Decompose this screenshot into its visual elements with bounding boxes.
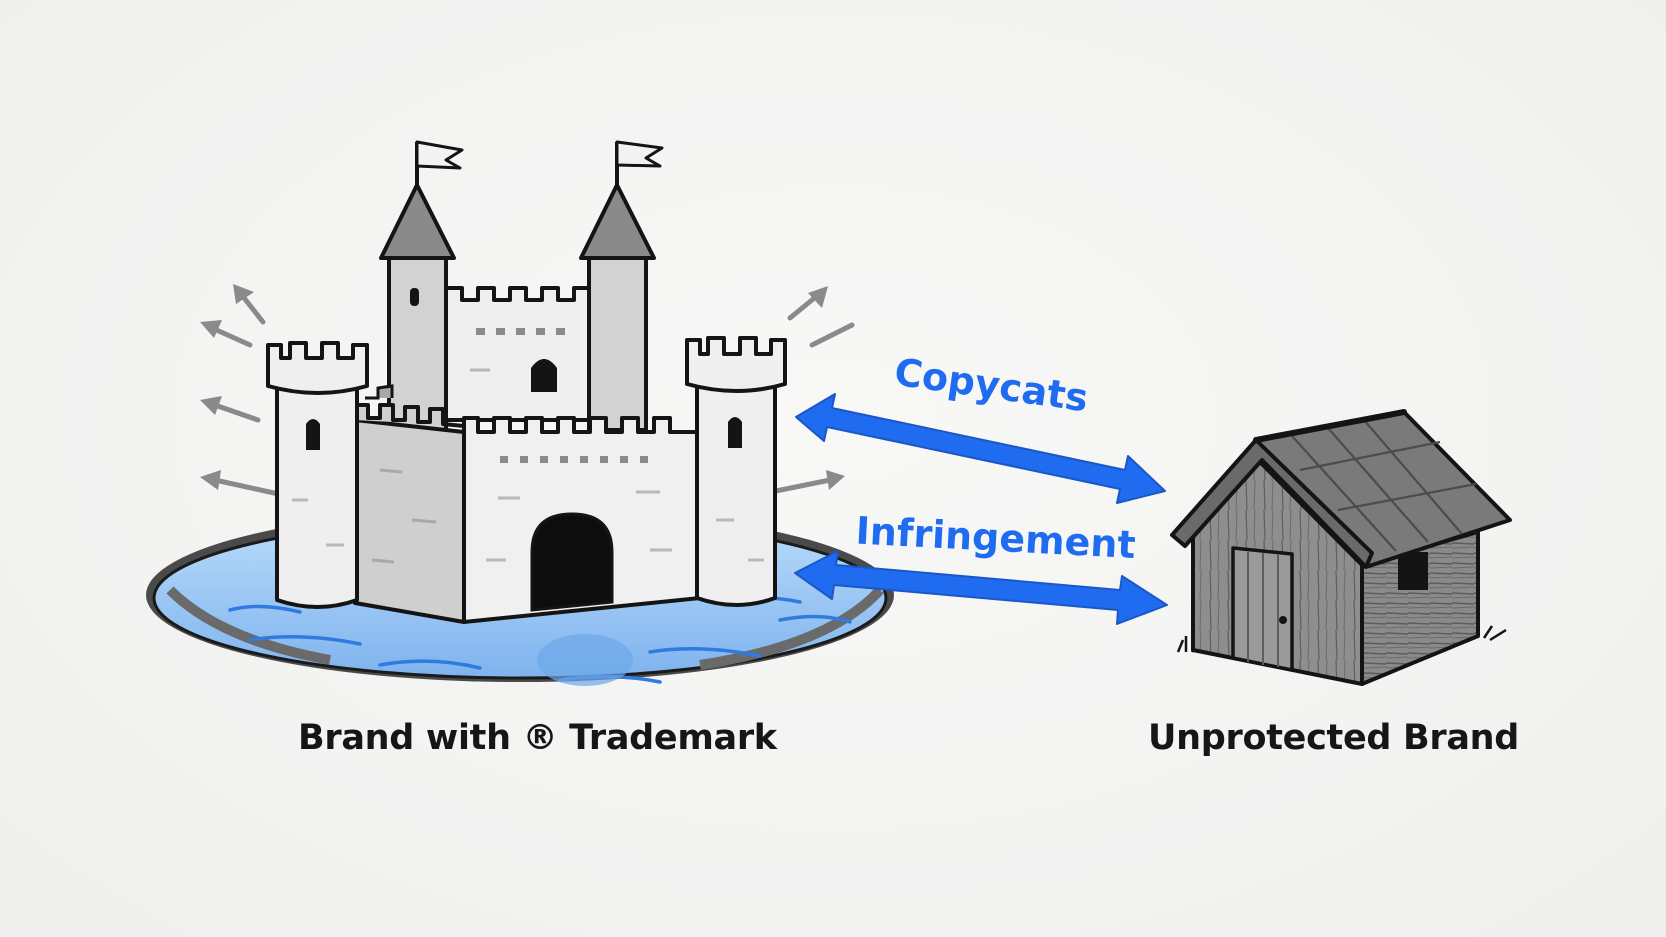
front-tower-right: [685, 336, 787, 607]
castle-keep: [444, 286, 591, 422]
back-tower-left: [379, 140, 464, 432]
back-tower-right: [579, 140, 664, 432]
front-tower-left: [266, 341, 369, 609]
shed-icon: [1170, 409, 1512, 686]
copycats-label: Copycats: [892, 350, 1091, 421]
castle-icon: [146, 140, 894, 686]
unprotected-brand-caption: Unprotected Brand: [1148, 718, 1520, 758]
protected-brand-caption: Brand with ® Trademark: [298, 718, 777, 758]
copycats-arrow: Copycats: [795, 350, 1166, 504]
castle-front-wall: [462, 416, 702, 624]
infringement-label: Infringement: [855, 509, 1137, 568]
